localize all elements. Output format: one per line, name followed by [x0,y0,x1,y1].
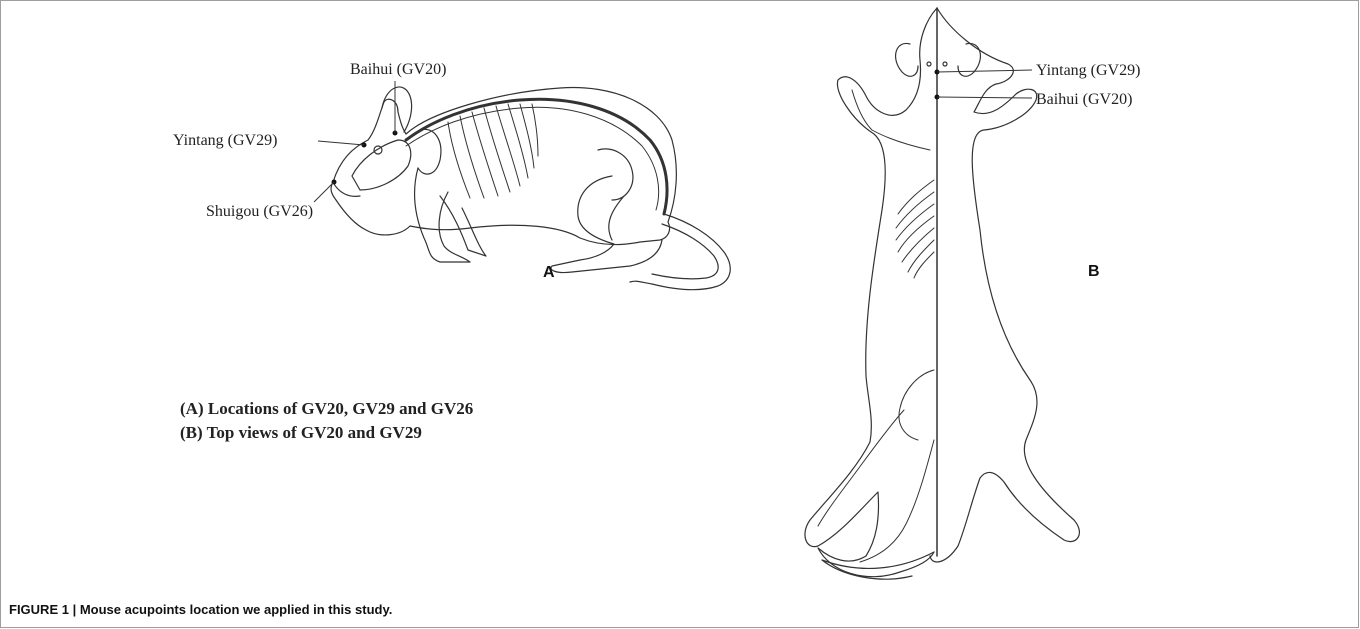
mouse-top-eye-left [927,62,931,66]
mouse-side-skull [352,140,411,190]
mouse-side-body-outline [331,87,676,244]
mouse-top-body-left [805,8,937,577]
legend-line-b: (B) Top views of GV20 and GV29 [180,423,422,442]
mouse-side-ear [382,87,412,132]
mouse-side-front-leg [415,168,470,262]
leader-line-baihui-top [937,97,1032,98]
mouse-top-forelimb-bone [852,90,930,150]
mouse-side-view [331,87,730,290]
mouse-top-spine-tail [860,440,934,562]
mouse-side-hind-leg [551,176,662,273]
panel-label-b: B [1088,263,1100,280]
mouse-top-ribs [896,180,934,278]
mouse-side-pelvis [598,149,633,200]
mouse-side-front-leg-2 [440,196,486,256]
label-baihui-top: Baihui (GV20) [1036,91,1132,108]
mouse-side-snout [333,182,360,196]
leader-line-yintang-side [318,141,364,145]
panel-label-a: A [543,264,555,281]
mouse-top-ear-left [896,43,918,76]
mouse-top-hindlimb-bone [818,410,904,526]
mouse-top-pelvis [899,370,934,440]
label-yintang-side: Yintang (GV29) [173,132,277,149]
mouse-side-femur [609,196,624,240]
leader-line-yintang-top [937,70,1032,72]
figure-caption: FIGURE 1 | Mouse acupoints location we a… [9,602,392,617]
label-shuigou-side: Shuigou (GV26) [206,203,313,220]
label-yintang-top: Yintang (GV29) [1036,62,1140,79]
label-baihui-side: Baihui (GV20) [350,61,446,78]
legend-line-a: (A) Locations of GV20, GV29 and GV26 [180,399,473,418]
mouse-side-tail-2 [652,224,718,279]
mouse-side-ribs [448,104,538,198]
mouse-top-eye-right [943,62,947,66]
